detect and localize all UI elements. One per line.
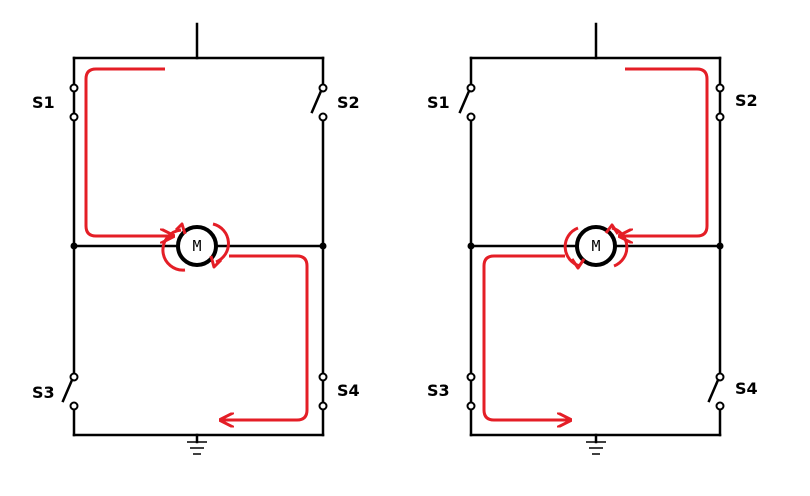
switch-label-s3: S3 — [427, 381, 450, 400]
switch-s4 — [318, 372, 328, 411]
switch-label-s1: S1 — [427, 93, 450, 112]
motor-arc-left — [161, 228, 186, 272]
switch-s3 — [61, 372, 79, 411]
switch-label-s2: S2 — [735, 91, 758, 110]
current-path-lower — [222, 254, 309, 420]
switch-label-s3: S3 — [32, 383, 55, 402]
junction-dot — [70, 242, 78, 250]
switch-s2 — [310, 83, 328, 122]
circuit-right: S1 S2 S3 S4 M — [427, 22, 758, 455]
switch-s1 — [458, 83, 476, 122]
switch-label-s4: S4 — [735, 379, 758, 398]
current-path-upper — [621, 67, 709, 236]
junction-dot — [716, 242, 724, 250]
junction-dot — [467, 242, 475, 250]
switch-label-s4: S4 — [337, 381, 360, 400]
circuit-left: S1 S2 S3 S4 M — [32, 22, 360, 455]
current-path-upper — [84, 67, 172, 236]
ground-symbol — [187, 433, 207, 455]
switch-s4 — [707, 372, 725, 411]
motor: M — [575, 225, 617, 267]
motor-arc-right — [212, 222, 230, 264]
switch-label-s2: S2 — [337, 93, 360, 112]
motor: M — [176, 225, 218, 267]
motor-label: M — [192, 237, 201, 255]
switch-s3 — [466, 372, 476, 411]
switch-s2 — [715, 83, 725, 122]
switch-label-s1: S1 — [32, 93, 55, 112]
motor-arc-right — [611, 226, 629, 268]
current-path-lower — [482, 254, 569, 420]
ground-symbol — [586, 433, 606, 455]
junction-dot — [319, 242, 327, 250]
motor-label: M — [591, 237, 600, 255]
switch-s1 — [69, 83, 79, 122]
